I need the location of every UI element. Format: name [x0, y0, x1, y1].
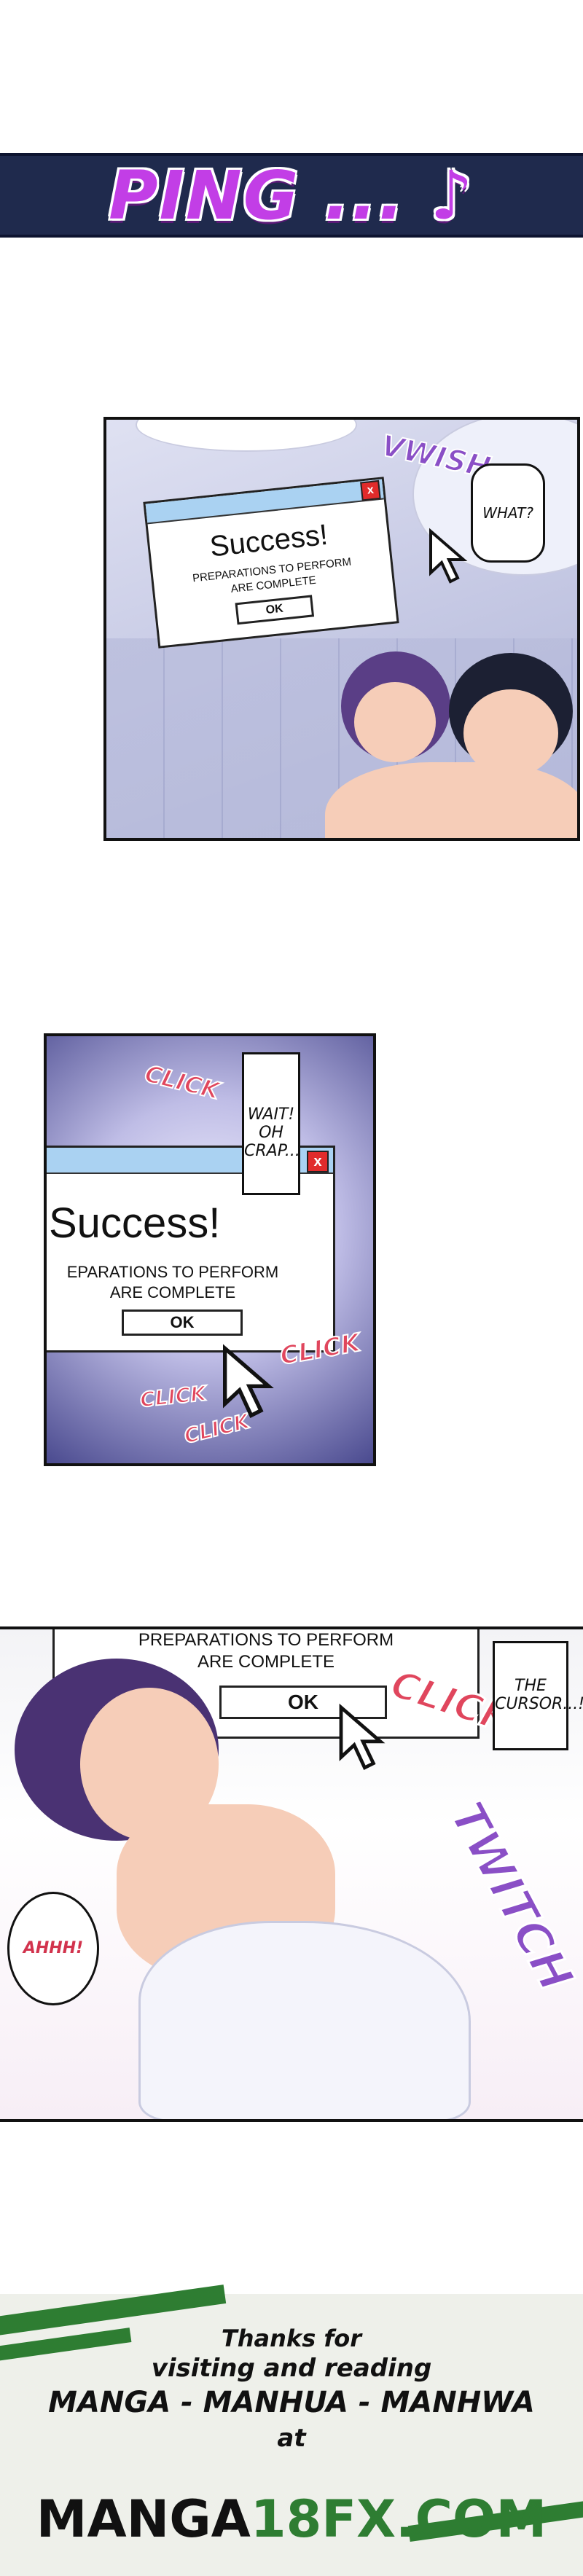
cursor-icon — [429, 528, 468, 584]
comic-panel-3: PREPARATIONS TO PERFORM ARE COMPLETE OK … — [0, 1626, 583, 2122]
bubble-line-3: CRAP... — [244, 1142, 300, 1160]
close-icon[interactable]: x — [307, 1151, 329, 1172]
footer-credits — [0, 2285, 583, 2576]
bubble-line-1: WAIT! — [247, 1105, 295, 1124]
footer-line-at: at — [277, 2424, 306, 2453]
sfx-click-1: CLICK — [141, 1059, 223, 1105]
speech-bubble-what: WHAT? — [471, 463, 545, 563]
speech-bubble-cursor: THE CURSOR...! — [493, 1641, 583, 1750]
character-shoulders — [325, 762, 577, 838]
sfx-click-3: CLICK — [138, 1380, 208, 1412]
ceiling-light — [136, 420, 357, 452]
towel — [138, 1921, 471, 2119]
dialog-message-line2: ARE COMPLETE — [197, 1652, 335, 1672]
dialog-message-line1: PREPARATIONS TO PERFORM — [138, 1630, 394, 1650]
cursor-icon — [339, 1703, 386, 1771]
footer-line-visiting: visiting and reading — [151, 2354, 432, 2383]
dialog-message-line1: EPARATIONS TO PERFORM — [66, 1263, 279, 1281]
dialog-message-line2: ARE COMPLETE — [109, 1283, 236, 1301]
comic-panel-1: x Success! PREPARATIONS TO PERFORM ARE C… — [103, 417, 580, 841]
footer-line-manga: MANGA - MANHUA - MANHWA — [48, 2386, 535, 2419]
brand-part-manga: MANGA — [36, 2489, 251, 2549]
comic-panel-2: x Success! EPARATIONS TO PERFORM ARE COM… — [44, 1033, 376, 1466]
footer-brand[interactable]: MANGA18FX.COM — [0, 2489, 583, 2549]
footer-line-thanks: Thanks for — [221, 2325, 362, 2352]
sfx-twitch: TWITCH — [438, 1793, 583, 2002]
success-dialog: x Success! PREPARATIONS TO PERFORM ARE C… — [143, 477, 399, 649]
cursor-icon — [223, 1344, 274, 1418]
brand-part-domain: 18FX.COM — [250, 2489, 547, 2549]
speech-bubble-ahhh: AHHH! — [7, 1892, 99, 2005]
dialog-title: Success! — [49, 1199, 221, 1247]
banner-text: PING ... ♪ — [109, 156, 474, 235]
close-icon[interactable]: x — [360, 479, 381, 501]
title-banner — [0, 153, 583, 238]
ok-button[interactable]: OK — [219, 1686, 387, 1719]
ok-button[interactable]: OK — [122, 1309, 243, 1336]
character-woman-face — [354, 682, 436, 762]
ok-button[interactable]: OK — [235, 595, 315, 625]
speech-bubble-wait: WAIT! OH CRAP... — [242, 1052, 300, 1195]
bubble-line-2: OH — [259, 1124, 283, 1142]
